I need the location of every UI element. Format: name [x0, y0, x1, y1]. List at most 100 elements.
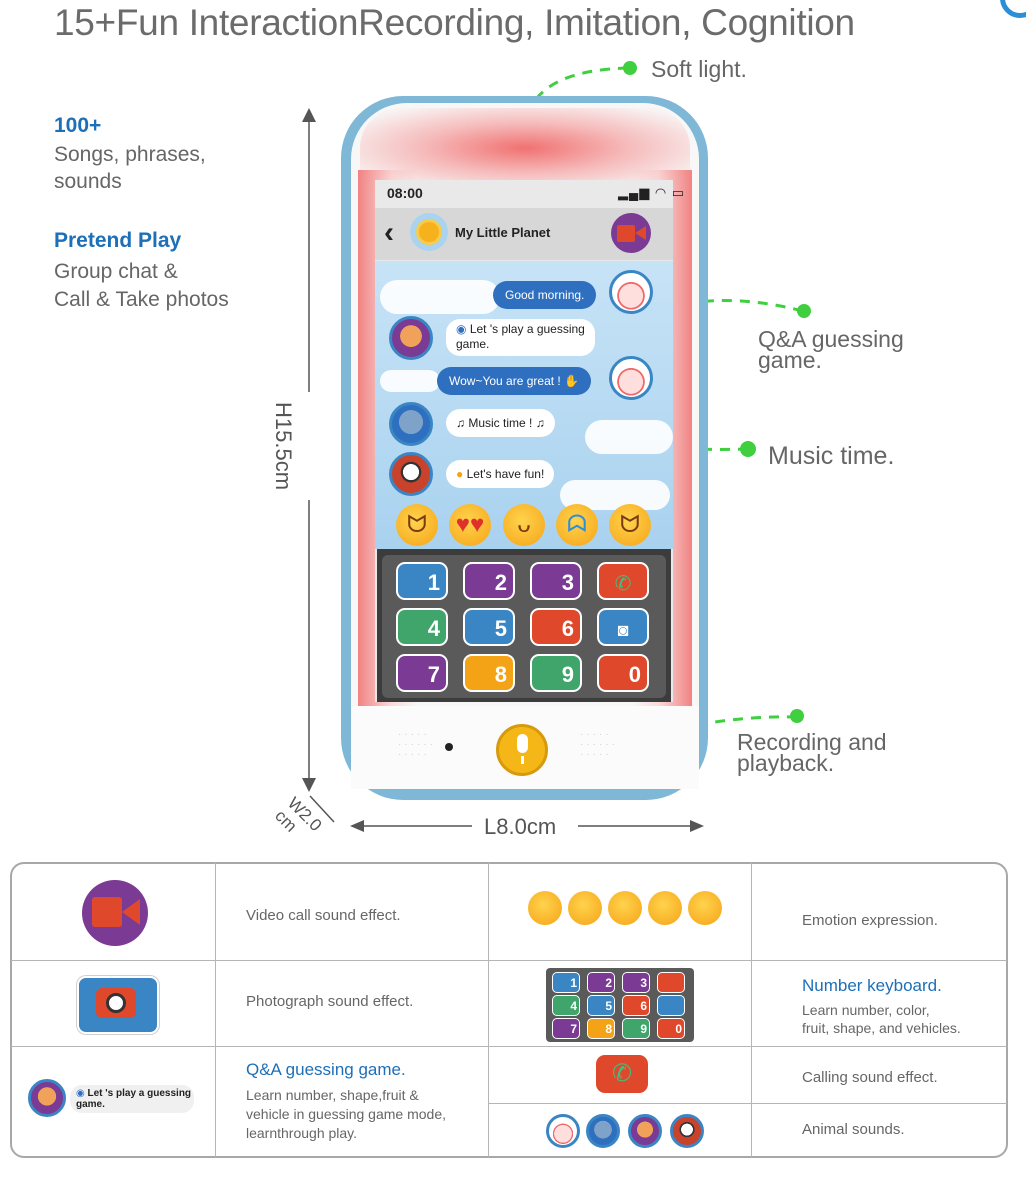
clap-icon: ✋: [564, 374, 580, 388]
callout-dot-qa: [797, 304, 811, 318]
phone-icon: ✆: [614, 573, 632, 595]
key-3[interactable]: 3: [530, 562, 582, 600]
tongue-emoji-icon: [608, 891, 642, 925]
camera-lens-icon: [106, 993, 126, 1013]
key-9[interactable]: 9: [530, 654, 582, 692]
feature-text-pretend-2: Call & Take photos: [54, 288, 229, 311]
calling-icon: ✆: [596, 1055, 648, 1093]
mini-key-call: [657, 972, 685, 993]
key-2[interactable]: 2: [463, 562, 515, 600]
number-keyboard-desc-2: fruit, shape, and vehicles.: [802, 1020, 961, 1036]
search-icon: ◉: [76, 1088, 85, 1099]
smile-emoji-icon: ●: [456, 467, 464, 481]
video-camera-icon: [92, 897, 122, 927]
chat-title: My Little Planet: [455, 225, 551, 240]
arrow-up-icon: [302, 108, 316, 122]
mini-key-3: 3: [622, 972, 650, 993]
laughing-emoji-icon: [528, 891, 562, 925]
emoji-row: [528, 891, 728, 931]
message-guessing-line2: game.: [456, 337, 490, 351]
crying-laughing-emoji-icon[interactable]: ᗣ: [556, 504, 598, 546]
arrow-down-icon: [302, 778, 316, 792]
callout-recording-1: Recording and: [737, 729, 887, 755]
bunny-avatar-icon: [546, 1114, 580, 1148]
back-chevron-icon[interactable]: ‹: [384, 216, 394, 249]
sun-icon: [419, 222, 439, 242]
dog-avatar-icon: [389, 452, 433, 496]
speaker-grill-right: ················: [580, 729, 618, 760]
music-note-icon: ♫: [535, 416, 545, 430]
animal-sounds-desc: Animal sounds.: [802, 1121, 905, 1138]
message-music-text: Music time !: [468, 416, 533, 430]
giggle-emoji-icon[interactable]: ᗢ: [609, 504, 651, 546]
dog-avatar-icon: [670, 1114, 704, 1148]
qa-desc-3: learnthrough play.: [246, 1125, 358, 1141]
cloud-decoration: [380, 370, 440, 392]
callout-music: Music time.: [768, 442, 895, 470]
video-camera-lens-icon: [122, 899, 140, 925]
video-camera-icon: [617, 225, 635, 242]
elephant-avatar-icon: [586, 1114, 620, 1148]
key-6[interactable]: 6: [530, 608, 582, 646]
status-signal-icon: ▂▄▆ ◠ ▭: [618, 185, 686, 200]
callout-qa-1: Q&A guessing: [758, 326, 904, 352]
microphone-stand-icon: [521, 756, 524, 764]
status-time: 08:00: [387, 185, 423, 201]
table-divider: [11, 960, 1007, 961]
dimension-length-label: L8.0cm: [484, 814, 557, 839]
qa-desc-2: vehicle in guessing game mode,: [246, 1106, 447, 1122]
number-keyboard-desc-1: Learn number, color,: [802, 1002, 930, 1018]
photograph-desc: Photograph sound effect.: [246, 993, 414, 1010]
key-5[interactable]: 5: [463, 608, 515, 646]
qa-chip-line2: game.: [76, 1099, 105, 1110]
mini-keypad: 1 2 3 4 5 6 7 8 9 0: [546, 968, 694, 1042]
callout-soft-light: Soft light.: [651, 56, 747, 82]
heart-eyes-emoji-icon[interactable]: ♥♥: [449, 504, 491, 546]
table-divider: [215, 863, 216, 1157]
crying-laughing-emoji-icon: [648, 891, 682, 925]
indicator-dot: [445, 743, 453, 751]
mini-key-1: 1: [552, 972, 580, 993]
laughing-emoji-icon[interactable]: ᗢ: [396, 504, 438, 546]
qa-desc-1: Learn number, shape,fruit &: [246, 1087, 419, 1103]
video-camera-lens-icon: [635, 226, 646, 240]
microphone-icon: [517, 734, 528, 753]
key-0[interactable]: 0: [597, 654, 649, 692]
key-camera[interactable]: ◙: [597, 608, 649, 646]
key-8[interactable]: 8: [463, 654, 515, 692]
mini-key-6: 6: [622, 995, 650, 1016]
mini-key-4: 4: [552, 995, 580, 1016]
tongue-emoji-icon[interactable]: ᴗ: [503, 504, 545, 546]
music-note-icon: ♫: [456, 416, 465, 430]
phone-icon: ✆: [611, 1060, 633, 1087]
cloud-decoration: [380, 280, 500, 314]
callout-recording-2: playback.: [737, 750, 835, 776]
bunny-avatar-icon: [609, 270, 653, 314]
brand-corner-icon: [1000, 0, 1026, 18]
mini-key-2: 2: [587, 972, 615, 993]
cloud-decoration: [585, 420, 673, 454]
elephant-avatar-icon: [389, 402, 433, 446]
cat-avatar-icon: [628, 1114, 662, 1148]
key-4[interactable]: 4: [396, 608, 448, 646]
key-7[interactable]: 7: [396, 654, 448, 692]
message-wow: Wow~You are great ! ✋: [437, 367, 592, 395]
mini-key-9: 9: [622, 1018, 650, 1039]
message-music-time: ♫ Music time ! ♫: [446, 409, 555, 437]
giggle-emoji-icon: [688, 891, 722, 925]
key-1[interactable]: 1: [396, 562, 448, 600]
camera-icon: ◙: [617, 620, 629, 640]
heart-eyes-emoji-icon: [568, 891, 602, 925]
callout-qa-2: game.: [758, 347, 822, 373]
feature-text-songs-2: sounds: [54, 170, 122, 193]
callout-dot-recording: [790, 709, 804, 723]
key-call[interactable]: ✆: [597, 562, 649, 600]
message-have-fun: ● Let's have fun!: [446, 460, 555, 488]
feature-table: [10, 862, 1008, 1158]
table-divider: [489, 1103, 1007, 1104]
feature-text-songs-1: Songs, phrases,: [54, 143, 206, 166]
number-keyboard-heading: Number keyboard.: [802, 976, 942, 995]
qa-chip: ◉ Let 's play a guessing game.: [70, 1085, 194, 1113]
calling-desc: Calling sound effect.: [802, 1069, 938, 1086]
message-wow-text: Wow~You are great !: [449, 374, 561, 388]
